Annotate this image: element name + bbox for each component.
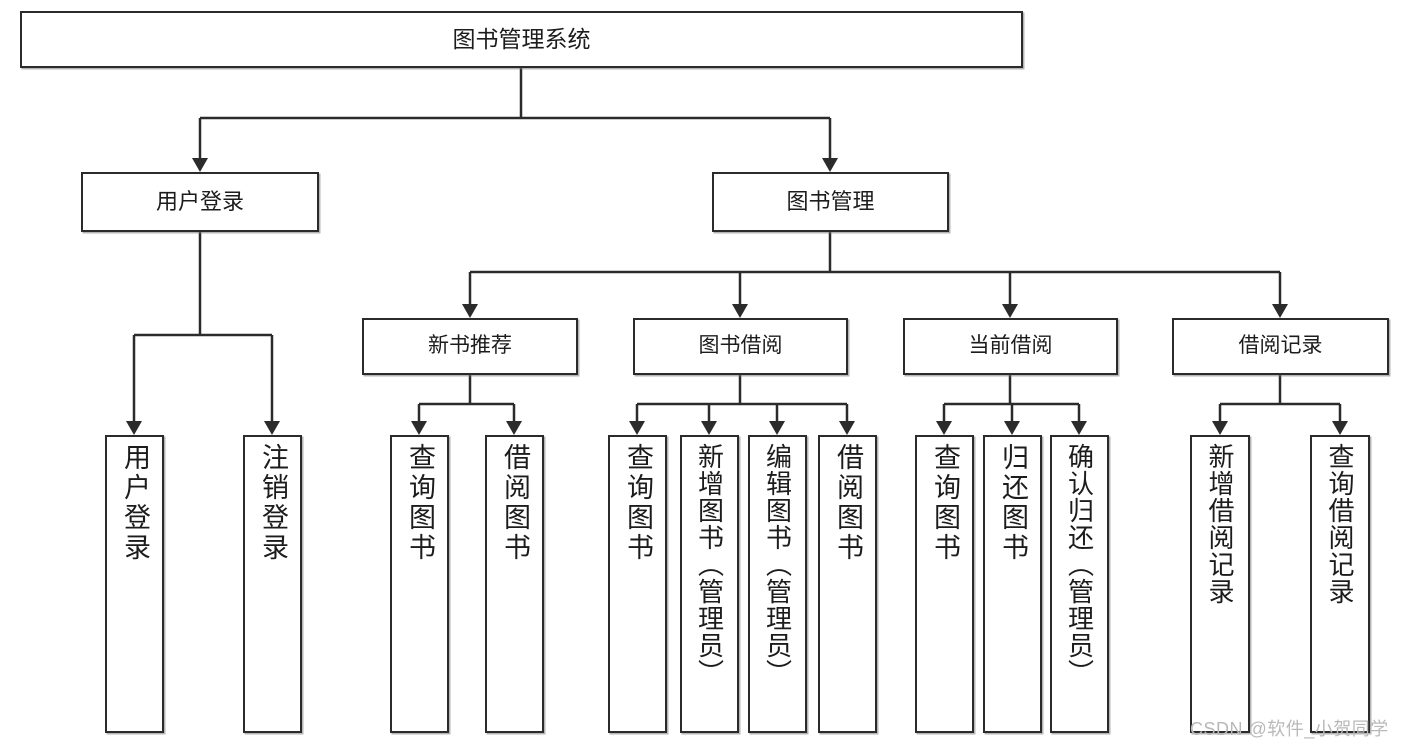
arrow-bb-borrow <box>839 421 855 435</box>
arrow-borrow-record <box>1272 304 1288 318</box>
leaf-newbook-borrow-book[interactable]: 借阅图书 <box>485 435 544 733</box>
node-label: 查询图书 <box>405 443 435 563</box>
leaf-user-logout[interactable]: 注销登录 <box>243 435 302 733</box>
node-label: 借阅图书 <box>500 443 530 563</box>
arrow-leaf-user-login <box>126 421 142 435</box>
arrow-bb-edit <box>769 421 785 435</box>
node-current-borrow[interactable]: 当前借阅 <box>903 318 1118 375</box>
node-label: 借阅记录 <box>1238 334 1323 358</box>
node-label: 借阅图书 <box>833 443 863 563</box>
node-root-system[interactable]: 图书管理系统 <box>20 11 1023 68</box>
node-book-management[interactable]: 图书管理 <box>712 172 949 232</box>
arrow-leaf-user-logout <box>264 421 280 435</box>
leaf-bookborrow-borrow-book[interactable]: 借阅图书 <box>818 435 877 733</box>
node-label: 图书管理系统 <box>452 25 591 52</box>
node-label: 归还图书 <box>998 443 1028 563</box>
leaf-currentborrow-return-book[interactable]: 归还图书 <box>983 435 1042 733</box>
leaf-bookborrow-query-book[interactable]: 查询图书 <box>608 435 667 733</box>
leaf-newbook-query-book[interactable]: 查询图书 <box>390 435 449 733</box>
node-borrow-record[interactable]: 借阅记录 <box>1172 318 1389 375</box>
node-label: 确认归还（管理员） <box>1064 443 1095 686</box>
leaf-currentborrow-query-book[interactable]: 查询图书 <box>915 435 974 733</box>
node-label: 新增借阅记录 <box>1205 443 1235 605</box>
arrow-nb-borrow <box>506 421 522 435</box>
node-label: 新增图书（管理员） <box>694 443 725 686</box>
arrow-book-borrow <box>732 304 748 318</box>
node-label: 注销登录 <box>258 443 288 563</box>
node-user-login[interactable]: 用户登录 <box>81 172 319 232</box>
arrow-br-add <box>1212 421 1228 435</box>
node-label: 当前借阅 <box>968 334 1053 358</box>
arrow-cb-return <box>1004 421 1020 435</box>
arrow-user-login <box>192 158 208 172</box>
node-label: 新书推荐 <box>428 334 512 358</box>
arrow-nb-query <box>411 421 427 435</box>
leaf-borrowrecord-query-record[interactable]: 查询借阅记录 <box>1310 435 1370 733</box>
arrow-bb-query <box>629 421 645 435</box>
node-label: 用户登录 <box>155 188 244 214</box>
arrow-bb-add <box>701 421 717 435</box>
node-label: 查询图书 <box>930 443 960 563</box>
node-label: 查询借阅记录 <box>1325 443 1355 605</box>
node-label: 编辑图书（管理员） <box>762 443 793 686</box>
node-new-book-recommend[interactable]: 新书推荐 <box>362 318 578 375</box>
node-book-borrow[interactable]: 图书借阅 <box>633 318 848 375</box>
leaf-borrowrecord-add-record[interactable]: 新增借阅记录 <box>1190 435 1250 733</box>
node-label: 用户登录 <box>120 443 150 563</box>
arrow-br-query <box>1332 421 1348 435</box>
node-label: 查询图书 <box>623 443 653 563</box>
leaf-bookborrow-add-book-admin[interactable]: 新增图书（管理员） <box>680 435 739 733</box>
node-label: 图书借阅 <box>698 334 783 358</box>
leaf-user-login[interactable]: 用户登录 <box>105 435 164 733</box>
arrow-cb-query <box>936 421 952 435</box>
arrow-new-book <box>462 304 478 318</box>
arrow-current-borrow <box>1002 304 1018 318</box>
node-label: 图书管理 <box>786 188 875 214</box>
arrow-book-manage <box>822 158 838 172</box>
leaf-bookborrow-edit-book-admin[interactable]: 编辑图书（管理员） <box>748 435 807 733</box>
leaf-currentborrow-confirm-return-admin[interactable]: 确认归还（管理员） <box>1050 435 1109 733</box>
arrow-cb-confirm <box>1071 421 1087 435</box>
csdn-watermark: CSDN @软件_小贺同学 <box>1190 719 1389 739</box>
